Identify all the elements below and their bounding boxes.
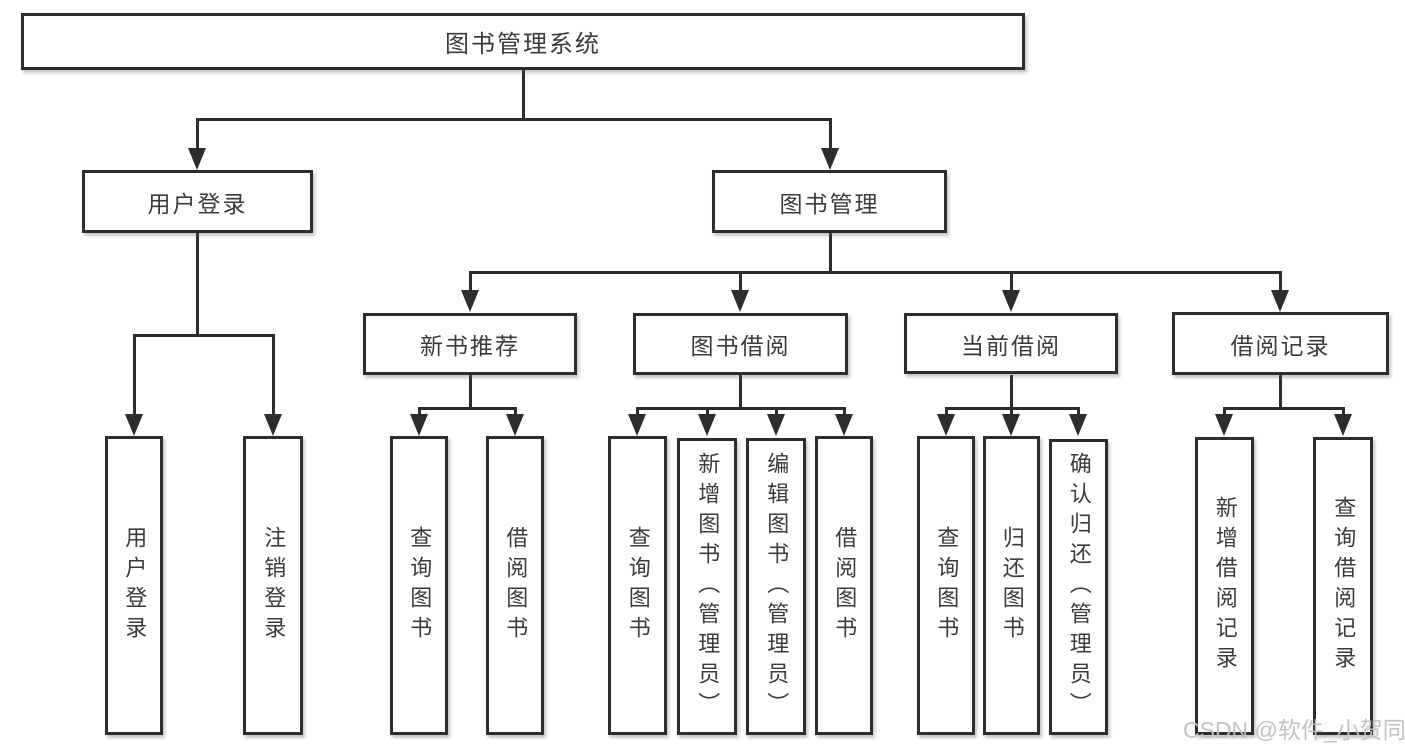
leaf-logout-label: 注销登录 (261, 525, 287, 646)
arrow-down-icon (821, 148, 839, 170)
leaf-query-books-borrow-label: 查询图书 (625, 525, 651, 646)
connector-line (636, 407, 846, 410)
node-book-borrow-label: 图书借阅 (690, 333, 791, 359)
node-new-book-recommend-label: 新书推荐 (420, 333, 520, 359)
leaf-query-books-current: 查询图书 (917, 436, 975, 735)
connector-line (196, 118, 832, 121)
connector-line (636, 409, 639, 415)
connector-line (945, 409, 948, 415)
connector-line (829, 120, 832, 148)
arrow-down-icon (698, 414, 716, 436)
arrow-down-icon (188, 148, 206, 170)
leaf-query-books-recommend: 查询图书 (390, 436, 448, 735)
leaf-edit-books-admin: 编辑图书（管理员） (746, 438, 806, 735)
leaf-query-books-borrow: 查询图书 (608, 436, 667, 735)
connector-line (1010, 375, 1013, 408)
arrow-down-icon (767, 414, 785, 436)
arrow-down-icon (506, 414, 524, 436)
leaf-return-books: 归还图书 (983, 436, 1040, 735)
connector-line (469, 271, 1282, 274)
node-new-book-recommend: 新书推荐 (363, 313, 577, 375)
node-root-label: 图书管理系统 (445, 31, 601, 58)
leaf-add-books-admin: 新增图书（管理员） (677, 438, 737, 735)
node-current-borrow: 当前借阅 (904, 313, 1118, 374)
arrow-down-icon (1069, 414, 1087, 436)
connector-line (1342, 409, 1345, 415)
connector-line (1010, 273, 1013, 290)
leaf-add-books-admin-label: 新增图书（管理员） (695, 451, 721, 722)
node-book-management-label: 图书管理 (779, 190, 880, 217)
connector-line (1279, 273, 1282, 290)
arrow-down-icon (1002, 290, 1020, 312)
connector-line (1077, 409, 1080, 415)
arrow-down-icon (731, 290, 749, 312)
connector-line (706, 409, 709, 415)
leaf-query-borrow-record-label: 查询借阅记录 (1331, 496, 1357, 676)
leaf-confirm-return-admin-label: 确认归还（管理员） (1066, 452, 1092, 722)
leaf-query-books-current-label: 查询图书 (934, 525, 960, 646)
node-user-login-label: 用户登录 (147, 190, 248, 217)
node-book-management: 图书管理 (712, 170, 947, 233)
node-current-borrow-label: 当前借阅 (961, 332, 1061, 359)
connector-line (829, 233, 832, 272)
arrow-down-icon (1215, 414, 1233, 436)
leaf-logout: 注销登录 (243, 436, 303, 735)
connector-line (133, 336, 136, 414)
node-borrow-records-label: 借阅记录 (1230, 332, 1331, 359)
connector-line (418, 409, 421, 415)
leaf-add-borrow-record: 新增借阅记录 (1195, 437, 1254, 735)
connector-line (469, 375, 472, 408)
leaf-borrow-books-recommend-label: 借阅图书 (503, 525, 529, 646)
arrow-down-icon (835, 414, 853, 436)
leaf-borrow-books-recommend: 借阅图书 (486, 436, 544, 735)
leaf-borrow-books-label: 借阅图书 (832, 525, 858, 646)
arrow-down-icon (628, 414, 646, 436)
connector-line (843, 409, 846, 415)
leaf-borrow-books: 借阅图书 (815, 436, 873, 735)
leaf-query-borrow-record: 查询借阅记录 (1313, 437, 1373, 735)
leaf-user-login: 用户登录 (105, 436, 163, 735)
connector-line (133, 334, 275, 337)
arrow-down-icon (1334, 414, 1352, 436)
leaf-edit-books-admin-label: 编辑图书（管理员） (764, 451, 790, 722)
connector-line (418, 407, 517, 410)
node-borrow-records: 借阅记录 (1172, 312, 1389, 375)
connector-line (1279, 375, 1282, 408)
leaf-add-borrow-record-label: 新增借阅记录 (1212, 496, 1238, 676)
connector-line (1223, 409, 1226, 415)
connector-line (945, 407, 1080, 410)
arrow-down-icon (937, 414, 955, 436)
node-user-login: 用户登录 (82, 170, 313, 233)
arrow-down-icon (1002, 414, 1020, 436)
node-root: 图书管理系统 (21, 13, 1025, 70)
arrow-down-icon (410, 414, 428, 436)
connector-line (469, 273, 472, 290)
arrow-down-icon (1271, 290, 1289, 312)
connector-line (196, 233, 199, 335)
csdn-watermark: CSDN @软件_小贺同学 (1183, 717, 1405, 743)
connector-line (522, 70, 525, 118)
connector-line (1010, 409, 1013, 415)
connector-line (196, 120, 199, 148)
connector-line (1223, 407, 1345, 410)
connector-line (272, 336, 275, 414)
connector-line (775, 409, 778, 415)
connector-line (739, 375, 742, 408)
arrow-down-icon (125, 414, 143, 436)
leaf-return-books-label: 归还图书 (999, 525, 1025, 646)
leaf-user-login-label: 用户登录 (122, 525, 148, 646)
leaf-confirm-return-admin: 确认归还（管理员） (1049, 439, 1108, 735)
arrow-down-icon (264, 414, 282, 436)
connector-line (514, 409, 517, 415)
connector-line (739, 273, 742, 290)
node-book-borrow: 图书借阅 (633, 313, 848, 375)
leaf-query-books-recommend-label: 查询图书 (407, 525, 433, 646)
arrow-down-icon (461, 290, 479, 312)
